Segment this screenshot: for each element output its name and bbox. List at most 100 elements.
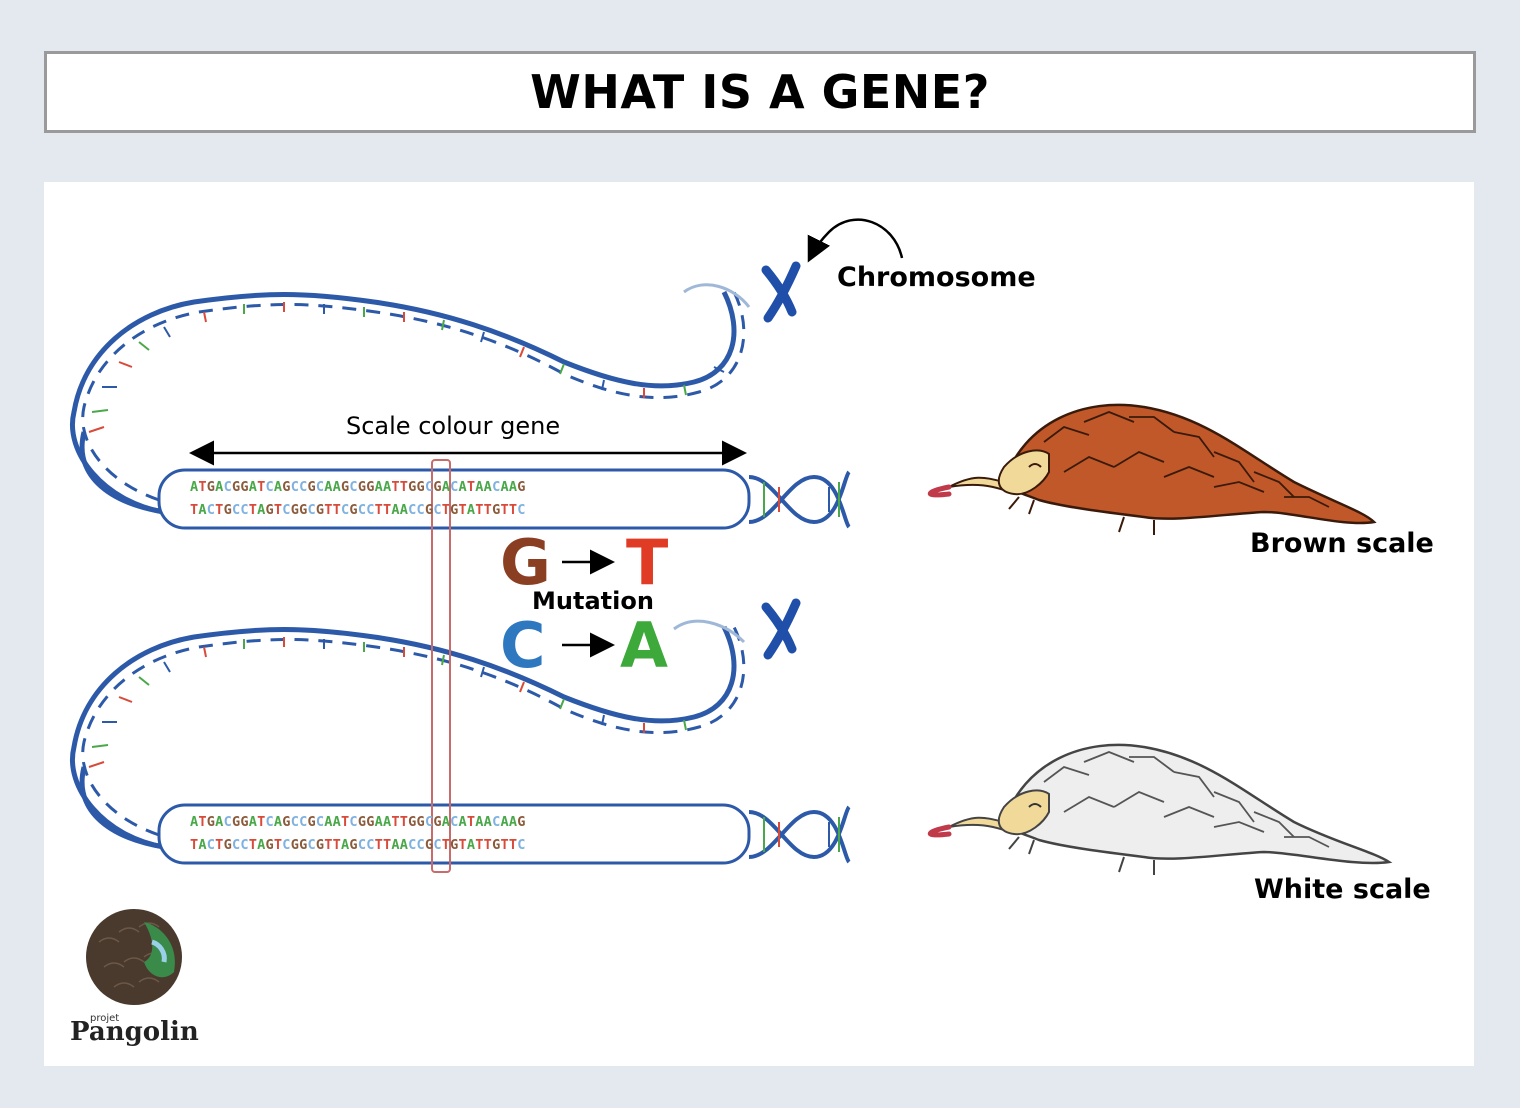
base-letter: G [265,837,274,853]
base-letter: T [215,502,224,518]
base-letter: C [408,502,417,518]
mutation-from-top: G [500,526,551,599]
bottom-sequence-upper: ATGACGGATCAGCCGCAATCGGAATTGGCGACATAACAAG [190,814,526,830]
base-letter: T [399,814,409,830]
base-letter: T [332,502,342,518]
base-letter: A [332,814,342,830]
page-title: WHAT IS A GENE? [530,65,990,119]
base-letter: C [349,814,358,830]
base-letter: C [299,479,308,495]
base-letter: C [240,502,249,518]
base-letter: G [424,502,434,518]
base-letter: T [341,814,350,830]
base-letter: T [500,502,509,518]
base-letter: C [416,502,425,518]
base-letter: A [248,479,258,495]
base-letter: G [307,814,316,830]
base-letter: A [382,814,392,830]
pangolin-logo [86,909,182,1005]
base-letter: A [190,479,199,495]
base-letter: C [223,814,232,830]
base-letter: A [324,814,333,830]
base-letter: G [282,479,291,495]
base-letter: A [273,479,283,495]
logo-word: Pangolin [70,1017,199,1047]
base-letter: C [315,479,325,495]
base-letter: A [399,837,409,853]
base-letter: G [492,502,501,518]
base-letter: T [198,814,207,830]
base-letter: T [458,502,467,518]
base-letter: C [206,502,216,518]
base-letter: A [391,837,400,853]
base-letter: G [517,814,526,830]
base-letter: C [450,814,459,830]
base-letter: C [357,502,367,518]
base-letter: A [382,479,392,495]
base-letter: A [466,837,476,853]
top-sequence-upper: ATGACGGATCAGCCGCAAGCGGAATTGGCGACATAACAAG [190,479,526,495]
base-letter: G [450,837,459,853]
base-letter: G [408,479,417,495]
base-letter: C [282,502,291,518]
base-letter: C [366,502,375,518]
base-letter: G [315,837,325,853]
base-letter: C [299,814,308,830]
base-letter: A [391,502,400,518]
base-letter: T [466,814,476,830]
base-letter: G [416,814,425,830]
base-letter: T [332,837,342,853]
base-letter: G [357,814,367,830]
base-letter: T [273,502,283,518]
base-letter: A [273,814,283,830]
base-letter: T [508,837,518,853]
base-letter: C [231,502,241,518]
base-letter: C [206,837,216,853]
base-letter: T [391,479,400,495]
base-letter: C [517,502,526,518]
base-letter: A [198,502,207,518]
bottom-gene-bar [157,803,751,865]
base-letter: C [492,479,501,495]
top-gene-bar [157,468,751,530]
base-letter: G [231,814,241,830]
base-letter: G [341,479,350,495]
base-letter: T [190,502,199,518]
mutation-to-top: T [626,526,669,599]
base-letter: A [190,814,199,830]
base-letter: C [315,814,325,830]
base-letter: T [391,814,400,830]
base-letter: T [441,837,451,853]
base-letter: A [257,502,266,518]
base-letter: T [399,479,409,495]
base-letter: C [265,479,274,495]
base-letter: C [450,479,459,495]
base-letter: A [458,479,467,495]
base-letter: T [324,837,333,853]
bottom-sequence-lower: TACTGCCTAGTCGGCGTTAGCCTTAACCGCTGTATTGTTC [190,837,526,853]
base-letter: T [382,502,392,518]
mutation-from-bottom: C [500,609,546,682]
base-letter: C [341,502,350,518]
base-letter: G [349,502,358,518]
diagram-canvas [70,218,1393,1005]
base-letter: T [508,502,518,518]
mutation-label: Mutation [532,587,654,615]
base-letter: A [374,814,383,830]
top-sequence-lower: TACTGCCTAGTCGGCGTTCGCCTTAACCGCTGTATTGTTC [190,502,526,518]
brown-scale-label: Brown scale [1250,528,1434,559]
base-letter: C [433,502,442,518]
base-letter: G [240,814,249,830]
base-letter: T [215,837,224,853]
base-letter: C [416,837,425,853]
base-letter: T [198,479,207,495]
base-letter: A [215,479,224,495]
base-letter: C [265,814,274,830]
base-letter: C [408,837,417,853]
base-letter: T [500,837,509,853]
base-letter: A [248,814,258,830]
title-box: WHAT IS A GENE? [44,51,1476,133]
base-letter: A [500,479,509,495]
base-letter: C [223,479,232,495]
base-letter: G [315,502,325,518]
